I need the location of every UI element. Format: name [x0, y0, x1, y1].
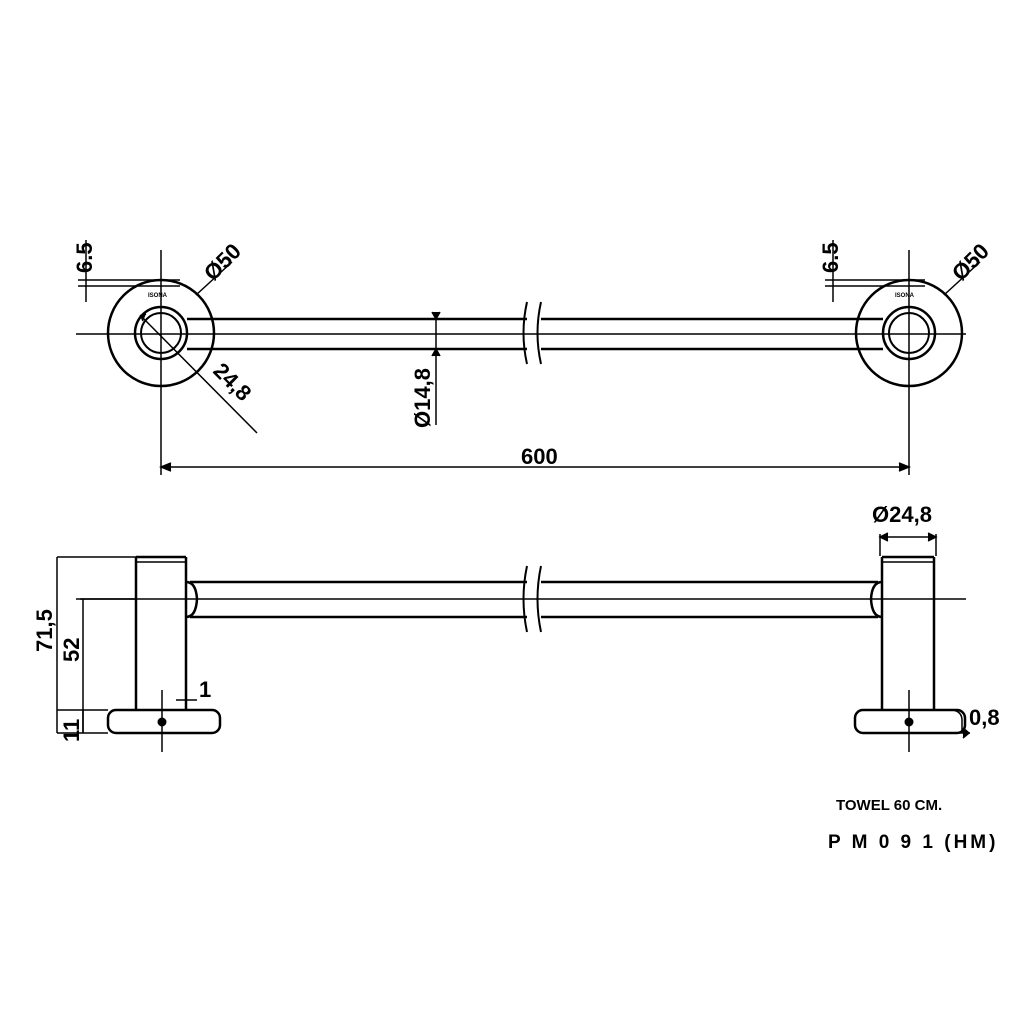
bar-diameter-label: Ø14,8 — [410, 368, 435, 428]
total-height-label: 71,5 — [32, 609, 57, 652]
left-post — [106, 555, 222, 735]
base-height-label: 11 — [59, 719, 84, 742]
product-code: P M 0 9 1 (HM) — [828, 832, 999, 853]
flange-thickness-dim-right — [825, 240, 925, 302]
right-post — [853, 555, 967, 735]
bar-height-label: 52 — [59, 638, 84, 662]
product-name: TOWEL 60 CM. — [836, 797, 943, 814]
gap-left-label: 1 — [199, 677, 211, 702]
side-view — [56, 532, 971, 752]
overall-length-label: 600 — [521, 444, 558, 469]
post-diameter-leader — [139, 314, 258, 434]
post-diameter-dimension-side — [878, 532, 938, 556]
flange-diameter-label-right: Ø50 — [947, 238, 994, 285]
flange-thickness-dim-left — [78, 240, 180, 302]
flange-diameter-label-left: Ø50 — [199, 238, 246, 285]
top-view — [76, 240, 981, 475]
towel-bar-top — [187, 301, 883, 365]
bar-diameter-dimension — [431, 311, 441, 425]
post-diameter-label-side: Ø24,8 — [872, 502, 932, 527]
length-dimension — [158, 462, 912, 472]
brand-mark-right: ISONA — [895, 293, 915, 299]
gap-right-label: 0,8 — [969, 705, 1000, 730]
post-diameter-label: 24,8 — [208, 358, 256, 406]
flange-thickness-label-left: 6.5 — [72, 242, 97, 273]
flange-thickness-label-right: 6.5 — [818, 242, 843, 273]
height-dimensions — [56, 556, 136, 734]
brand-mark-left: ISONA — [148, 293, 168, 299]
gap-marker-right — [934, 709, 971, 739]
gap-marker-left — [176, 690, 197, 708]
